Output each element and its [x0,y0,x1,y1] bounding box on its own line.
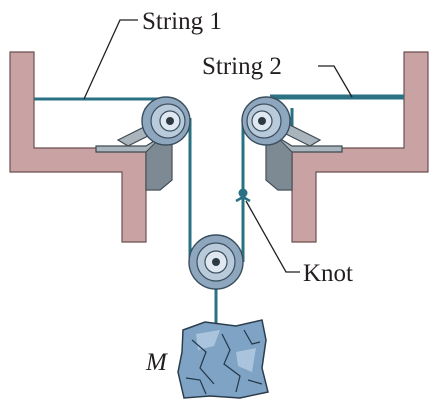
mass-label: M [145,349,168,376]
left-pulley [141,96,191,146]
knot [235,188,251,203]
string-2-leader [318,65,353,98]
left-wall [9,51,147,243]
knot-leader [245,200,300,273]
string-1-label: String 1 [142,8,222,35]
string-1-leader [83,19,138,100]
right-pulley [241,96,291,146]
knot-label: Knot [303,260,353,287]
string-2-label: String 2 [202,53,282,80]
right-wall [291,51,429,243]
mass-block [177,319,269,399]
lower-pulley [188,234,244,290]
